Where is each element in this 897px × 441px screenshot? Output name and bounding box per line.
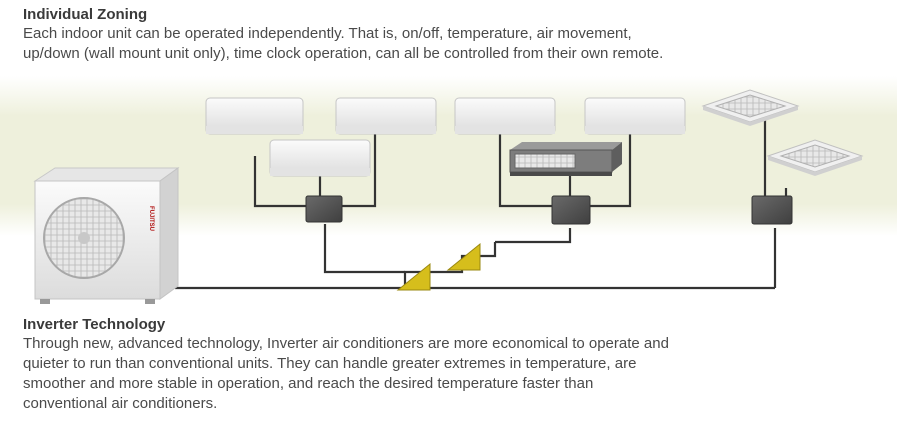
refnet-joint-1 bbox=[396, 262, 431, 291]
wall-unit-5 bbox=[584, 97, 686, 135]
inverter-line-3: smoother and more stable in operation, a… bbox=[23, 375, 594, 392]
inverter-line-1: Through new, advanced technology, Invert… bbox=[23, 335, 669, 352]
multi-zone-system-diagram: FUJITSU bbox=[0, 76, 897, 304]
cassette-unit-2 bbox=[766, 139, 864, 176]
inverter-heading: Inverter Technology bbox=[23, 316, 166, 333]
inverter-line-4: conventional air conditioners. bbox=[23, 395, 218, 412]
branch-box-3 bbox=[751, 195, 793, 225]
ducted-unit bbox=[509, 142, 622, 176]
brand-label: FUJITSU bbox=[148, 206, 154, 231]
refnet-joint-2 bbox=[446, 242, 481, 271]
zoning-line-2: up/down (wall mount unit only), time clo… bbox=[23, 45, 664, 62]
cassette-unit-1 bbox=[701, 89, 800, 126]
zoning-heading: Individual Zoning bbox=[23, 6, 148, 23]
outdoor-unit: FUJITSU bbox=[33, 167, 180, 304]
wall-unit-4 bbox=[454, 97, 556, 135]
branch-box-2 bbox=[551, 195, 591, 225]
wall-unit-2 bbox=[335, 97, 437, 135]
inverter-line-2: quieter to run than conventional units. … bbox=[23, 355, 637, 372]
inverter-section: Inverter Technology Through new, advance… bbox=[23, 316, 883, 414]
wall-unit-3 bbox=[269, 139, 371, 177]
zoning-line-1: Each indoor unit can be operated indepen… bbox=[23, 25, 632, 42]
branch-box-1 bbox=[305, 195, 343, 223]
zoning-section: Individual Zoning Each indoor unit can b… bbox=[23, 6, 883, 64]
wall-unit-1 bbox=[205, 97, 304, 135]
